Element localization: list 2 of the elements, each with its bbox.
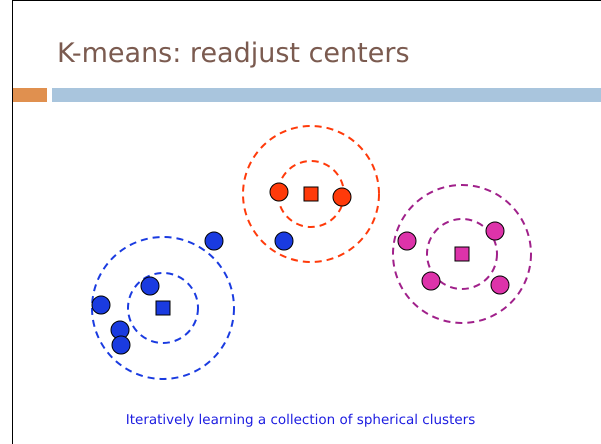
slide-title: K-means: readjust centers xyxy=(57,38,410,69)
caption: Iteratively learning a collection of spherical clusters xyxy=(126,412,476,428)
